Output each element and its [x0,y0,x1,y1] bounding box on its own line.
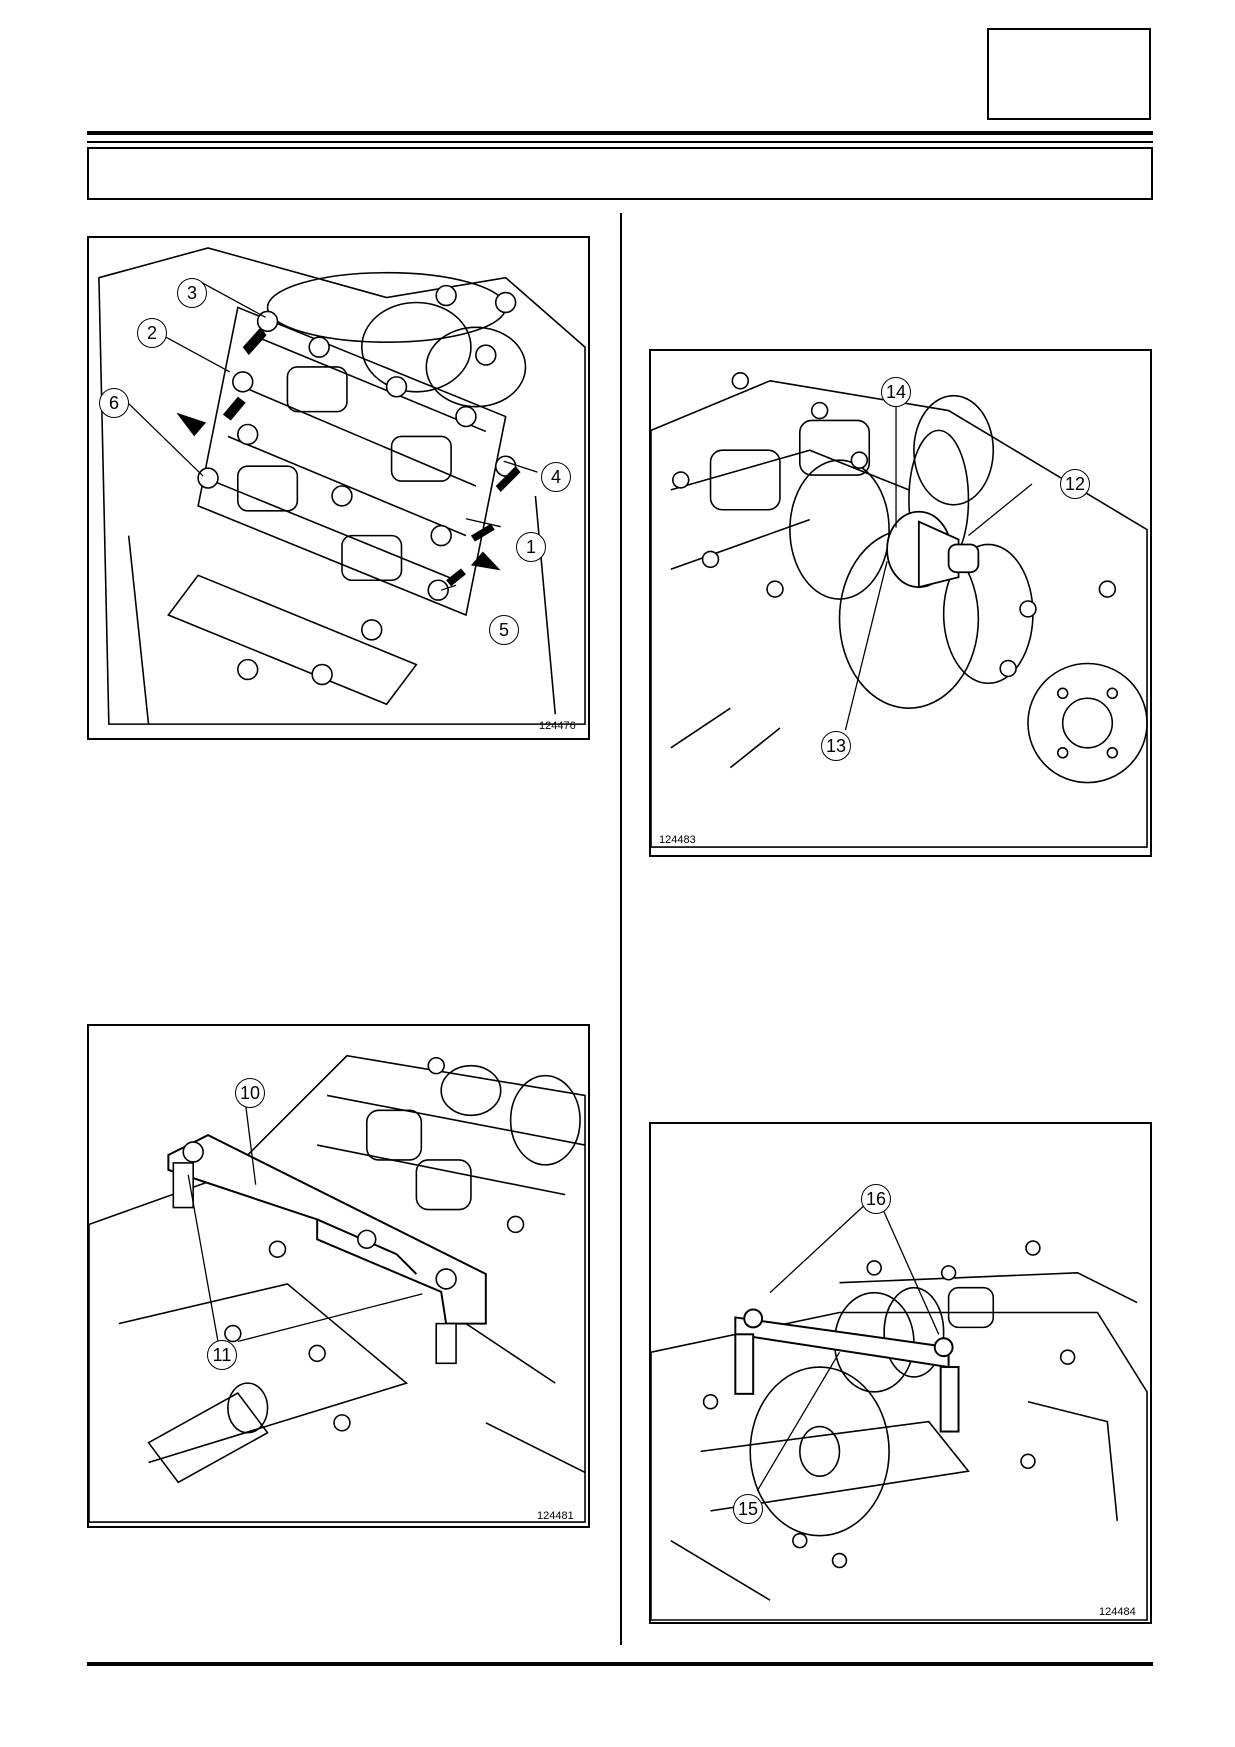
callout-10: 10 [235,1078,265,1108]
top-rule-thin [87,141,1153,143]
callout-14: 14 [881,377,911,407]
figure-reference: 124483 [659,834,696,846]
callout-13: 13 [821,731,851,761]
figure-reference: 124481 [537,1510,574,1522]
figure-camshaft-caps-drawing [98,247,586,725]
callout-1: 1 [516,532,546,562]
figure-bracket-tool-drawing [651,1204,1148,1621]
callout-4: 4 [541,462,571,492]
callout-11: 11 [207,1340,237,1370]
figure-sprocket-tool: 14 12 13 124483 [649,349,1152,857]
column-divider [620,213,622,1645]
callout-3: 3 [177,278,207,308]
top-rule [87,131,1153,135]
callout-2: 2 [137,318,167,348]
callout-5: 5 [489,615,519,645]
figure-sprocket-tool-drawing [651,372,1148,848]
callout-16: 16 [861,1184,891,1214]
callout-15: 15 [733,1494,763,1524]
figure-tool-10-drawing [89,1054,586,1523]
figure-bracket-tool: 16 15 124484 [649,1122,1152,1624]
figure-camshaft-caps: 3 2 6 4 1 5 124476 [87,236,590,740]
callout-12: 12 [1060,469,1090,499]
callout-6: 6 [99,388,129,418]
figure-tool-10: 10 11 124481 [87,1024,590,1528]
page-number-box [987,28,1151,120]
section-header-box [87,147,1153,200]
figure-reference: 124484 [1099,1606,1136,1618]
figure-reference: 124476 [539,720,576,732]
bottom-rule [87,1662,1153,1666]
